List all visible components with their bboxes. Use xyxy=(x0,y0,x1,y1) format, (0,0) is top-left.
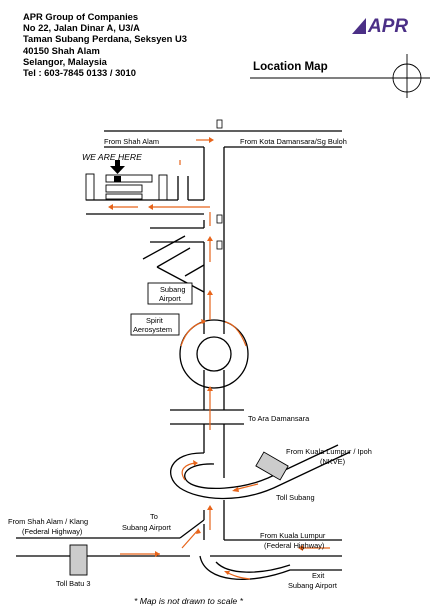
spirit-aerosystem-box: Spirit Aerosystem xyxy=(130,313,180,336)
telephone: Tel : 603-7845 0133 / 3010 xyxy=(23,67,136,79)
svg-text:Spirit: Spirit xyxy=(146,316,163,325)
map-title: Location Map xyxy=(253,60,328,73)
svg-text:Aerosystem: Aerosystem xyxy=(133,325,172,334)
address-line-1: No 22, Jalan Dinar A, U3/A xyxy=(23,22,140,34)
label-to: To xyxy=(150,512,158,521)
office-buildings xyxy=(85,173,168,201)
label-exit: Exit xyxy=(312,571,324,580)
address-line-4: Selangor, Malaysia xyxy=(23,55,107,67)
label-federal-highway-east: (Federal Highway) xyxy=(264,541,324,550)
label-subang-airport: Subang Airport xyxy=(122,523,171,532)
svg-text:Airport: Airport xyxy=(159,294,181,303)
company-name: APR Group of Companies xyxy=(23,11,139,22)
logo-text: APR xyxy=(367,16,408,37)
subang-airport-box: Subang Airport xyxy=(147,282,193,305)
address-line-3: 40150 Shah Alam xyxy=(23,44,100,56)
label-from-shah-alam-klang: From Shah Alam / Klang xyxy=(8,517,88,526)
apr-logo: APR xyxy=(352,16,408,37)
label-from-kl: From Kuala Lumpur xyxy=(260,531,326,540)
label-toll-batu-3: Toll Batu 3 xyxy=(56,579,91,588)
compass-icon xyxy=(389,54,430,98)
label-from-kota-damansara: From Kota Damansara/Sg Buloh xyxy=(240,137,347,146)
we-are-here-arrow-icon xyxy=(110,160,125,174)
map-labels: From Shah Alam From Kota Damansara/Sg Bu… xyxy=(8,137,372,606)
label-toll-subang: Toll Subang xyxy=(276,493,315,502)
road-network xyxy=(16,130,351,580)
toll-batu-3 xyxy=(69,544,88,576)
label-exit-subang-airport: Subang Airport xyxy=(288,581,337,590)
label-from-shah-alam: From Shah Alam xyxy=(104,137,159,146)
label-from-kl-ipoh: From Kuala Lumpur / Ipoh xyxy=(286,447,372,456)
traffic-light-icon xyxy=(216,119,223,250)
label-nkve: (NKVE) xyxy=(320,457,345,466)
toll-subang xyxy=(255,451,289,481)
svg-text:Subang: Subang xyxy=(160,285,185,294)
label-we-are-here: WE ARE HERE xyxy=(82,152,142,162)
company-address-block: APR Group of Companies No 22, Jalan Dina… xyxy=(23,11,187,78)
footnote: * Map is not drawn to scale * xyxy=(134,596,244,606)
label-federal-highway-west: (Federal Highway) xyxy=(22,527,82,536)
address-line-2: Taman Subang Perdana, Seksyen U3 xyxy=(23,33,187,45)
label-to-ara-damansara: To Ara Damansara xyxy=(248,414,310,423)
route-arrows xyxy=(108,137,330,580)
